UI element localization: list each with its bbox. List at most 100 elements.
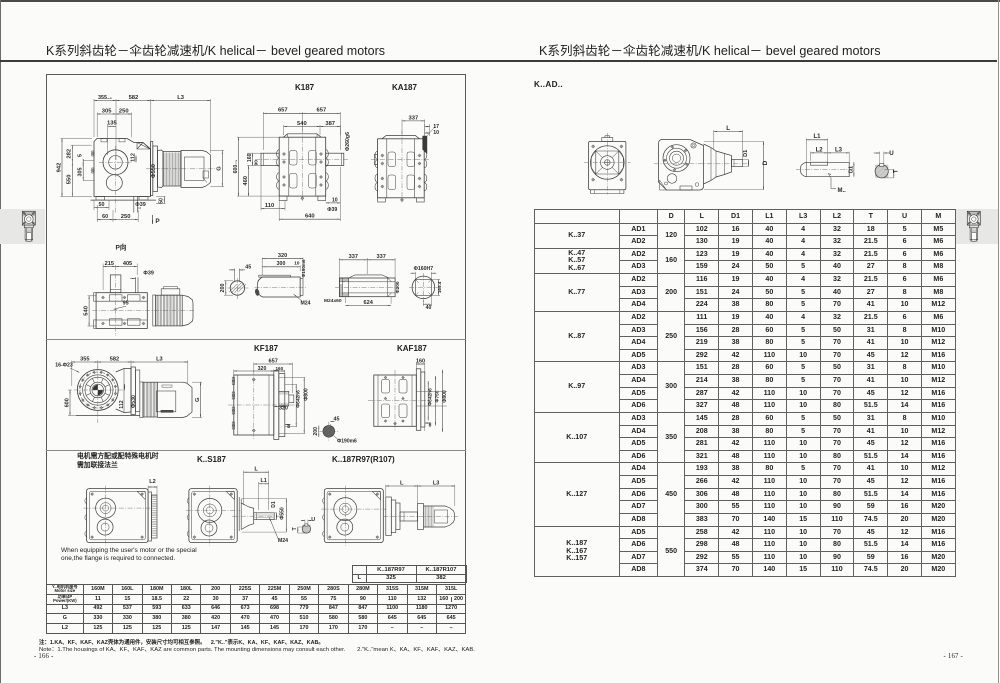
svg-text:40: 40 [426, 305, 432, 311]
svg-text:Φ39: Φ39 [143, 271, 153, 277]
svg-text:282: 282 [67, 149, 73, 159]
svg-text:10: 10 [332, 198, 338, 204]
svg-text:Φ642h6: Φ642h6 [427, 388, 433, 406]
svg-text:337: 337 [349, 254, 358, 260]
svg-text:540: 540 [297, 121, 307, 127]
svg-text:657: 657 [268, 358, 277, 364]
svg-text:45: 45 [245, 265, 251, 271]
svg-text:8: 8 [287, 424, 290, 430]
svg-text:Φ800: Φ800 [442, 390, 448, 403]
svg-text:L3: L3 [177, 95, 185, 101]
svg-text:640: 640 [305, 214, 315, 220]
svg-text:460: 460 [243, 176, 249, 186]
svg-text:110: 110 [265, 203, 274, 209]
svg-text:M24: M24 [278, 538, 288, 544]
svg-text:Φ200: Φ200 [395, 281, 401, 293]
svg-text:600: 600 [64, 398, 70, 407]
svg-text:M24x60: M24x60 [324, 298, 342, 304]
svg-text:320: 320 [279, 406, 288, 412]
svg-text:95: 95 [123, 301, 129, 307]
svg-text:L3: L3 [835, 147, 843, 153]
svg-text:320: 320 [258, 366, 267, 372]
svg-text:Φ550: Φ550 [151, 164, 157, 178]
svg-text:112: 112 [130, 153, 136, 162]
svg-text:Φ39: Φ39 [135, 202, 145, 208]
svg-text:305: 305 [102, 108, 112, 114]
svg-text:8: 8 [429, 423, 432, 429]
svg-text:387: 387 [325, 121, 335, 127]
svg-text:250: 250 [121, 214, 131, 220]
svg-text:582: 582 [129, 95, 139, 101]
svg-text:540: 540 [84, 306, 90, 316]
svg-text:337: 337 [376, 254, 385, 260]
svg-text:169.4: 169.4 [437, 281, 442, 293]
svg-text:Φ160H7: Φ160H7 [414, 266, 434, 272]
svg-text:50: 50 [159, 198, 165, 204]
svg-text:160: 160 [275, 366, 283, 371]
svg-text:250: 250 [119, 108, 129, 114]
svg-text:200: 200 [313, 427, 319, 436]
svg-text:G: G [195, 397, 201, 402]
svg-text:112: 112 [119, 400, 125, 408]
svg-text:200: 200 [220, 284, 226, 293]
svg-text:50: 50 [99, 202, 105, 208]
svg-text:405: 405 [123, 261, 132, 267]
svg-text:T: T [292, 526, 298, 530]
svg-text:215: 215 [105, 261, 114, 267]
svg-text:135: 135 [107, 121, 117, 127]
svg-text:60: 60 [102, 214, 108, 220]
svg-text:T: T [892, 169, 899, 173]
svg-text:160: 160 [416, 358, 425, 364]
svg-text:D1: D1 [848, 166, 854, 173]
svg-text:P向: P向 [116, 243, 127, 252]
svg-text:10: 10 [294, 261, 300, 267]
svg-text:L2: L2 [149, 479, 156, 485]
svg-text:10: 10 [433, 130, 439, 136]
svg-text:L3: L3 [156, 356, 163, 362]
svg-text:L: L [400, 480, 404, 486]
svg-text:M24: M24 [300, 301, 310, 307]
svg-text:Φ530: Φ530 [131, 395, 137, 408]
svg-text:Φ190m6: Φ190m6 [337, 439, 357, 445]
svg-text:550: 550 [67, 175, 73, 185]
svg-text:L1: L1 [813, 134, 821, 140]
svg-text:Φ642h6: Φ642h6 [295, 390, 301, 408]
svg-text:G: G [217, 166, 223, 171]
svg-text:16-Φ23: 16-Φ23 [55, 362, 73, 368]
svg-text:L: L [726, 125, 730, 132]
svg-text:305: 305 [78, 168, 84, 177]
svg-text:45: 45 [334, 416, 340, 422]
svg-text:5: 5 [78, 154, 84, 157]
svg-text:90: 90 [253, 160, 259, 166]
svg-text:L: L [254, 467, 258, 473]
svg-text:Φ550: Φ550 [280, 507, 286, 520]
svg-text:657: 657 [278, 108, 288, 114]
svg-text:D1: D1 [271, 501, 277, 508]
svg-text:Φ750: Φ750 [435, 390, 441, 402]
svg-text:337: 337 [409, 115, 419, 121]
svg-text:17: 17 [433, 124, 439, 130]
svg-text:355: 355 [80, 356, 89, 362]
svg-text:D1: D1 [743, 150, 749, 157]
svg-text:L3: L3 [433, 480, 440, 486]
svg-text:Φ800: Φ800 [303, 388, 309, 401]
svg-text:L1: L1 [260, 478, 266, 484]
svg-text:Φ39: Φ39 [327, 207, 337, 213]
svg-text:M..: M.. [838, 188, 847, 194]
svg-text:300: 300 [277, 261, 286, 267]
svg-text:U: U [889, 150, 894, 157]
svg-text:L2: L2 [816, 147, 824, 153]
svg-text:657: 657 [317, 108, 327, 114]
svg-text:624: 624 [364, 300, 374, 306]
svg-text:P: P [155, 218, 160, 225]
svg-text:582: 582 [110, 356, 119, 362]
svg-text:160: 160 [247, 153, 253, 162]
svg-text:D: D [762, 160, 769, 165]
svg-text:U: U [311, 517, 315, 523]
svg-text:320: 320 [278, 253, 287, 259]
svg-text:355₋₁: 355₋₁ [98, 95, 113, 101]
svg-text:942: 942 [56, 163, 62, 173]
svg-text:600₋₁: 600₋₁ [233, 160, 239, 174]
svg-text:Φ190m6: Φ190m6 [301, 259, 306, 278]
svg-text:Φ260g6: Φ260g6 [345, 132, 351, 151]
